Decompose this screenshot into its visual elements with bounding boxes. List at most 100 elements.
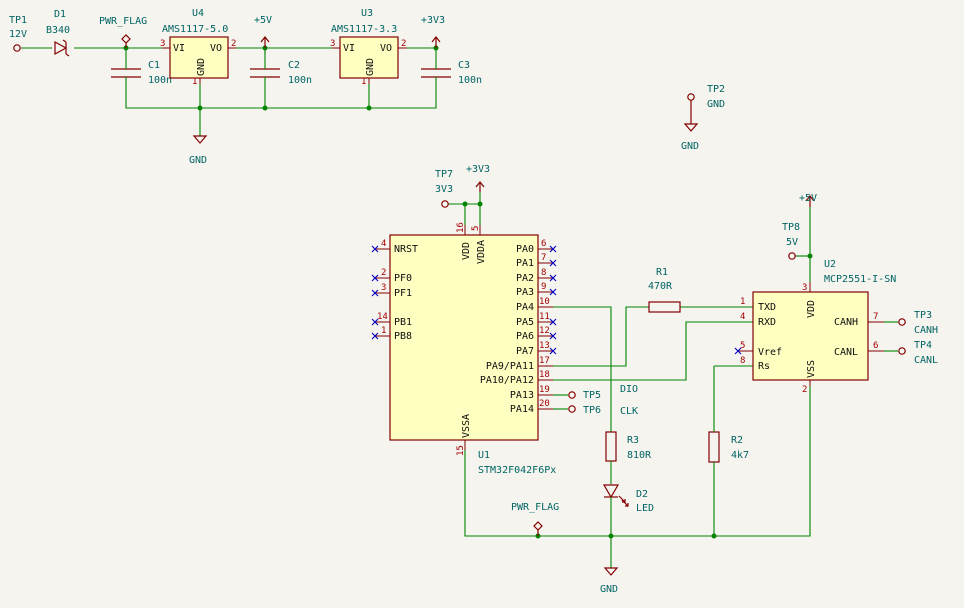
tp1-value: 12V bbox=[9, 29, 27, 40]
u1-pin-pb8[interactable]: 1 PB8 bbox=[371, 326, 412, 342]
u2-pin-rxd-num: 4 bbox=[740, 312, 745, 322]
pwr-flag-2-label: PWR_FLAG bbox=[511, 502, 559, 513]
u3-ref: U3 bbox=[361, 8, 373, 19]
u1-pin-pa2[interactable]: 8 PA2 bbox=[516, 268, 557, 284]
u1-pin-pa4-num: 10 bbox=[539, 297, 550, 307]
power-section: TP1 12V D1 B340 PWR_FLAG C1 100n U4 AMS bbox=[9, 8, 482, 166]
pwr-flag-1-label: PWR_FLAG bbox=[99, 16, 147, 27]
r1-resistor[interactable]: R1 470R bbox=[648, 267, 681, 313]
u2-value: MCP2551-I-SN bbox=[824, 274, 896, 285]
r3-resistor[interactable]: R3 810R bbox=[605, 431, 652, 484]
tp4-testpoint[interactable]: TP4 CANL bbox=[898, 340, 938, 366]
u3-pin1: 1 bbox=[361, 77, 366, 87]
u1-microcontroller[interactable]: VDD VDDA 16 5 VSSA 15 U1 STM32F042F6Px 4… bbox=[371, 222, 557, 476]
u2-pin-txd: TXD bbox=[758, 302, 776, 313]
u1-pin-pf0[interactable]: 2 PF0 bbox=[371, 268, 412, 284]
u1-pin-pf1-name: PF1 bbox=[394, 288, 412, 299]
u2-pin-txd-num: 1 bbox=[740, 297, 745, 307]
u1-pin-pf1[interactable]: 3 PF1 bbox=[371, 283, 412, 299]
u1-pin-pa0-num: 6 bbox=[541, 239, 546, 249]
gnd-label-1: GND bbox=[189, 155, 207, 166]
tp1-testpoint[interactable]: TP1 12V bbox=[9, 15, 27, 52]
u2-pin-vss: VSS bbox=[806, 360, 817, 378]
u1-pin-pa7-num: 13 bbox=[539, 341, 550, 351]
plus5v-symbol-2: +5V bbox=[799, 193, 817, 207]
u1-pin-pa13-num: 19 bbox=[539, 385, 550, 395]
u4-pin-vi: VI bbox=[173, 43, 185, 54]
u1-pin-pa14[interactable]: 20 PA14 bbox=[510, 399, 553, 415]
u2-pin-vref-num: 5 bbox=[740, 341, 745, 351]
tp2-gnd-label: GND bbox=[681, 141, 699, 152]
u1-pin-pa10-num: 18 bbox=[539, 370, 550, 380]
c3-capacitor[interactable]: C3 100n bbox=[421, 60, 482, 86]
u1-pin-vssa: VSSA bbox=[461, 414, 472, 438]
c2-value: 100n bbox=[288, 75, 312, 86]
u1-value: STM32F042F6Px bbox=[478, 465, 556, 476]
u1-pin-pa7[interactable]: 13 PA7 bbox=[516, 341, 557, 357]
tp1-ref: TP1 bbox=[9, 15, 27, 26]
u1-pin-pa14-name: PA14 bbox=[510, 404, 534, 415]
tp3-ref: TP3 bbox=[914, 310, 932, 321]
u1-ref: U1 bbox=[478, 450, 490, 461]
u1-pin-pa5[interactable]: 11 PA5 bbox=[516, 312, 557, 328]
r1-ref: R1 bbox=[656, 267, 668, 278]
u4-pin3: 3 bbox=[160, 39, 165, 49]
u4-regulator[interactable]: U4 AMS1117-5.0 VI VO GND 3 2 1 bbox=[160, 8, 236, 87]
c1-value: 100n bbox=[148, 75, 172, 86]
c2-ref: C2 bbox=[288, 60, 300, 71]
tp8-testpoint[interactable]: TP8 5V bbox=[782, 222, 800, 260]
u1-pin-pa10-pa12[interactable]: 18 PA10/PA12 bbox=[480, 370, 553, 386]
u1-pin-pf1-num: 3 bbox=[381, 283, 386, 293]
u1-pin-pa13[interactable]: 19 PA13 bbox=[510, 385, 553, 401]
c3-value: 100n bbox=[458, 75, 482, 86]
r3-value: 810R bbox=[627, 450, 652, 461]
u1-pin-nrst[interactable]: 4 NRST bbox=[371, 239, 418, 255]
d1-ref: D1 bbox=[54, 9, 66, 20]
u2-pin-canl: CANL bbox=[834, 347, 858, 358]
u1-pin-vdd: VDD bbox=[461, 242, 472, 260]
r2-resistor[interactable]: R2 4k7 bbox=[708, 365, 753, 536]
u4-pin-vo: VO bbox=[210, 43, 222, 54]
c2-capacitor[interactable]: C2 100n bbox=[250, 60, 312, 86]
tp2-value: GND bbox=[707, 99, 725, 110]
d2-led[interactable]: D2 LED bbox=[602, 484, 654, 568]
tp7-testpoint[interactable]: TP7 3V3 bbox=[435, 169, 453, 208]
u3-regulator[interactable]: U3 AMS1117-3.3 VI VO GND 3 2 1 bbox=[330, 8, 407, 87]
u4-pin-gnd: GND bbox=[196, 58, 207, 76]
u2-pin-rxd: RXD bbox=[758, 317, 776, 328]
u1-pin-pa1-name: PA1 bbox=[516, 258, 534, 269]
u1-pin-pa4[interactable]: 10 PA4 bbox=[516, 297, 553, 313]
u2-pin-rs-num: 8 bbox=[740, 356, 745, 366]
can-section: +5V TP8 5V U2 MCP2551-I-SN TXD 1 RXD 4 V… bbox=[734, 193, 938, 395]
u1-pin-pa6[interactable]: 12 PA6 bbox=[516, 326, 557, 342]
tp5-ref: TP5 bbox=[583, 390, 601, 401]
u3-pin-gnd: GND bbox=[365, 58, 376, 76]
tp3-testpoint[interactable]: TP3 CANH bbox=[898, 310, 938, 336]
plus5v-label-1: +5V bbox=[254, 15, 272, 26]
pwr-flag-2[interactable]: PWR_FLAG bbox=[511, 502, 559, 536]
u1-pin-pb8-num: 1 bbox=[381, 326, 386, 336]
c1-ref: C1 bbox=[148, 60, 160, 71]
tp2-testpoint[interactable]: TP2 GND GND bbox=[681, 84, 725, 152]
u1-pin-pa9-pa11[interactable]: 17 PA9/PA11 bbox=[486, 356, 553, 372]
u4-pin1: 1 bbox=[192, 77, 197, 87]
u2-ref: U2 bbox=[824, 259, 836, 270]
u2-pin-canh: CANH bbox=[834, 317, 858, 328]
gnd-symbol-1: GND bbox=[189, 135, 208, 166]
u1-pin-vdda: VDDA bbox=[476, 240, 487, 264]
plus3v3-label-2: +3V3 bbox=[466, 164, 490, 175]
r1-value: 470R bbox=[648, 281, 673, 292]
d1-diode[interactable]: D1 B340 bbox=[46, 9, 70, 57]
u1-pin-pa5-num: 11 bbox=[539, 312, 550, 322]
u1-pin-pb1[interactable]: 14 PB1 bbox=[371, 312, 412, 328]
tp6-testpoint[interactable]: TP6 CLK bbox=[568, 405, 638, 417]
u1-pin-pa0[interactable]: 6 PA0 bbox=[516, 239, 557, 255]
c1-capacitor[interactable]: C1 100n bbox=[111, 60, 172, 86]
u1-pin-pa1[interactable]: 7 PA1 bbox=[516, 253, 557, 269]
tp5-testpoint[interactable]: TP5 DIO bbox=[568, 384, 638, 401]
pwr-flag-1[interactable]: PWR_FLAG bbox=[99, 16, 147, 48]
u1-pin-pa3[interactable]: 9 PA3 bbox=[516, 282, 557, 298]
u3-pin-vo: VO bbox=[380, 43, 392, 54]
tp7-ref: TP7 bbox=[435, 169, 453, 180]
u2-can-transceiver[interactable]: U2 MCP2551-I-SN TXD 1 RXD 4 Vref 5 Rs 8 … bbox=[734, 259, 896, 395]
